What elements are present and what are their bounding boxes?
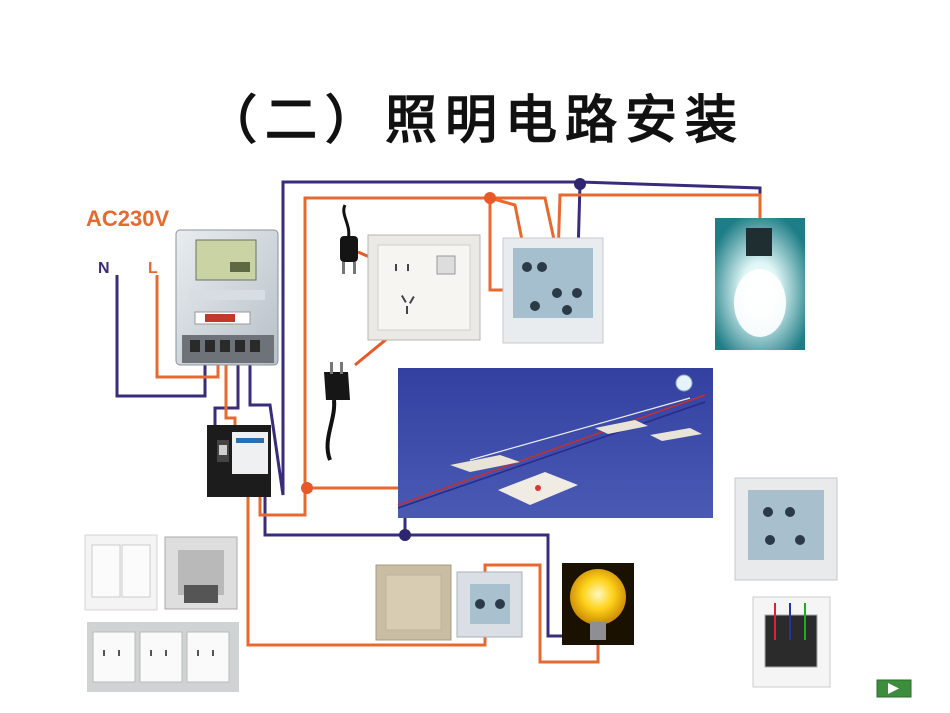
ac-voltage-label: AC230V — [86, 206, 170, 231]
wall-switch — [375, 564, 452, 641]
neutral-junction-bottom — [399, 529, 411, 541]
play-triangle-icon — [888, 683, 899, 694]
socket-back-panel — [502, 237, 604, 344]
double-switch-photo — [84, 534, 158, 611]
socket-strip-photo — [87, 622, 239, 692]
switch-module-photo — [164, 536, 238, 610]
wiring-schematic-3d — [397, 368, 713, 518]
live-junction-left — [301, 482, 313, 494]
circuit-breaker — [207, 425, 271, 497]
energy-meter — [175, 229, 279, 366]
switch-back-panel — [456, 571, 523, 638]
neutral-junction-top — [574, 178, 586, 190]
socket-back-photo-right — [734, 477, 838, 581]
live-junction-top — [484, 192, 496, 204]
wall-socket — [367, 234, 481, 341]
glowing-bulb-yellow — [562, 563, 634, 645]
junction-dots — [301, 178, 586, 541]
live-label: L — [148, 260, 158, 277]
slide-title: （二）照明电路安装 — [204, 90, 745, 151]
two-pin-plug — [340, 204, 358, 274]
wiring-diagram-thumbnail — [752, 596, 831, 688]
next-slide-button[interactable] — [876, 679, 912, 698]
three-pin-plug — [324, 362, 350, 461]
neutral-label: N — [98, 260, 110, 277]
glowing-bulb-blue — [715, 218, 805, 350]
